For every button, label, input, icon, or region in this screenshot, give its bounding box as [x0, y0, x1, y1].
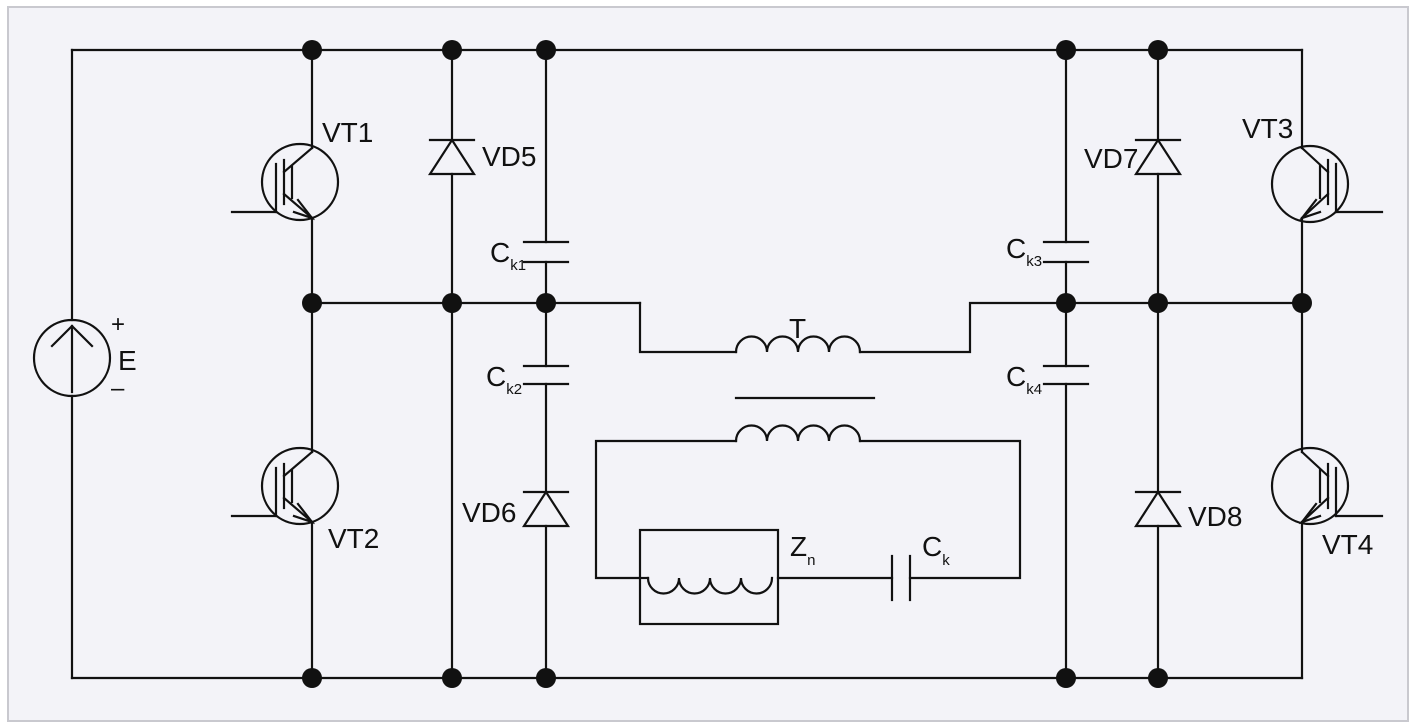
capacitor-ck-symbol	[890, 554, 912, 602]
diode-vd7-symbol	[1133, 137, 1183, 176]
vt4-label: VT4	[1322, 529, 1373, 560]
junction-dot	[442, 293, 462, 313]
ck1-label: Ck1	[490, 237, 526, 274]
junction-dot	[536, 40, 556, 60]
ck-label: Ck	[922, 531, 950, 569]
zn-label: Zn	[790, 531, 815, 569]
junction-dot	[1148, 40, 1168, 60]
ck3-label: Ck3	[1006, 233, 1042, 270]
vd6-label: VD6	[462, 497, 516, 528]
diode-vd8-symbol	[1133, 489, 1183, 528]
power-rails	[70, 48, 1304, 680]
junction-dot	[1056, 293, 1076, 313]
capacitor-ck2-symbol	[522, 364, 570, 386]
junction-dot	[442, 668, 462, 688]
diode-vd6-symbol	[521, 489, 571, 528]
ck4-label: Ck4	[1006, 361, 1042, 398]
diode-vd5-symbol	[427, 137, 477, 176]
junction-dot	[302, 293, 322, 313]
secondary-loop	[594, 439, 1022, 580]
junction-dots	[302, 40, 1312, 688]
load-zn-symbol	[638, 528, 780, 626]
junction-dot	[536, 668, 556, 688]
vt2-label: VT2	[328, 523, 379, 554]
vt1-label: VT1	[322, 117, 373, 148]
left-transistor-leg	[310, 48, 642, 680]
junction-dot	[1056, 668, 1076, 688]
junction-dot	[1148, 668, 1168, 688]
junction-dot	[302, 40, 322, 60]
igbt-vt2-symbol	[230, 446, 340, 526]
transformer-t-symbol	[638, 301, 1304, 443]
junction-dot	[1292, 293, 1312, 313]
capacitor-ck1-symbol	[522, 240, 570, 264]
igbt-vt3-symbol	[1270, 144, 1384, 224]
capacitor-ck3-symbol	[1042, 240, 1090, 264]
voltage-source-e: + E –	[32, 311, 137, 402]
vd7-label: VD7	[1084, 143, 1138, 174]
igbt-vt4-symbol	[1270, 446, 1384, 526]
capacitor-ck4-symbol	[1042, 364, 1090, 386]
junction-dot	[1056, 40, 1076, 60]
ck2-label: Ck2	[486, 361, 522, 398]
junction-dot	[536, 293, 556, 313]
source-plus-label: +	[111, 311, 125, 338]
diagram-frame	[7, 6, 1409, 722]
source-e-label: E	[118, 345, 137, 376]
junction-dot	[302, 668, 322, 688]
transformer-label: T	[789, 313, 806, 344]
junction-dot	[442, 40, 462, 60]
vt3-label: VT3	[1242, 113, 1293, 144]
vd8-label: VD8	[1188, 501, 1242, 532]
source-minus-label: –	[111, 375, 125, 402]
junction-dot	[1148, 293, 1168, 313]
vd5-label: VD5	[482, 141, 536, 172]
igbt-vt1-symbol	[230, 142, 340, 222]
